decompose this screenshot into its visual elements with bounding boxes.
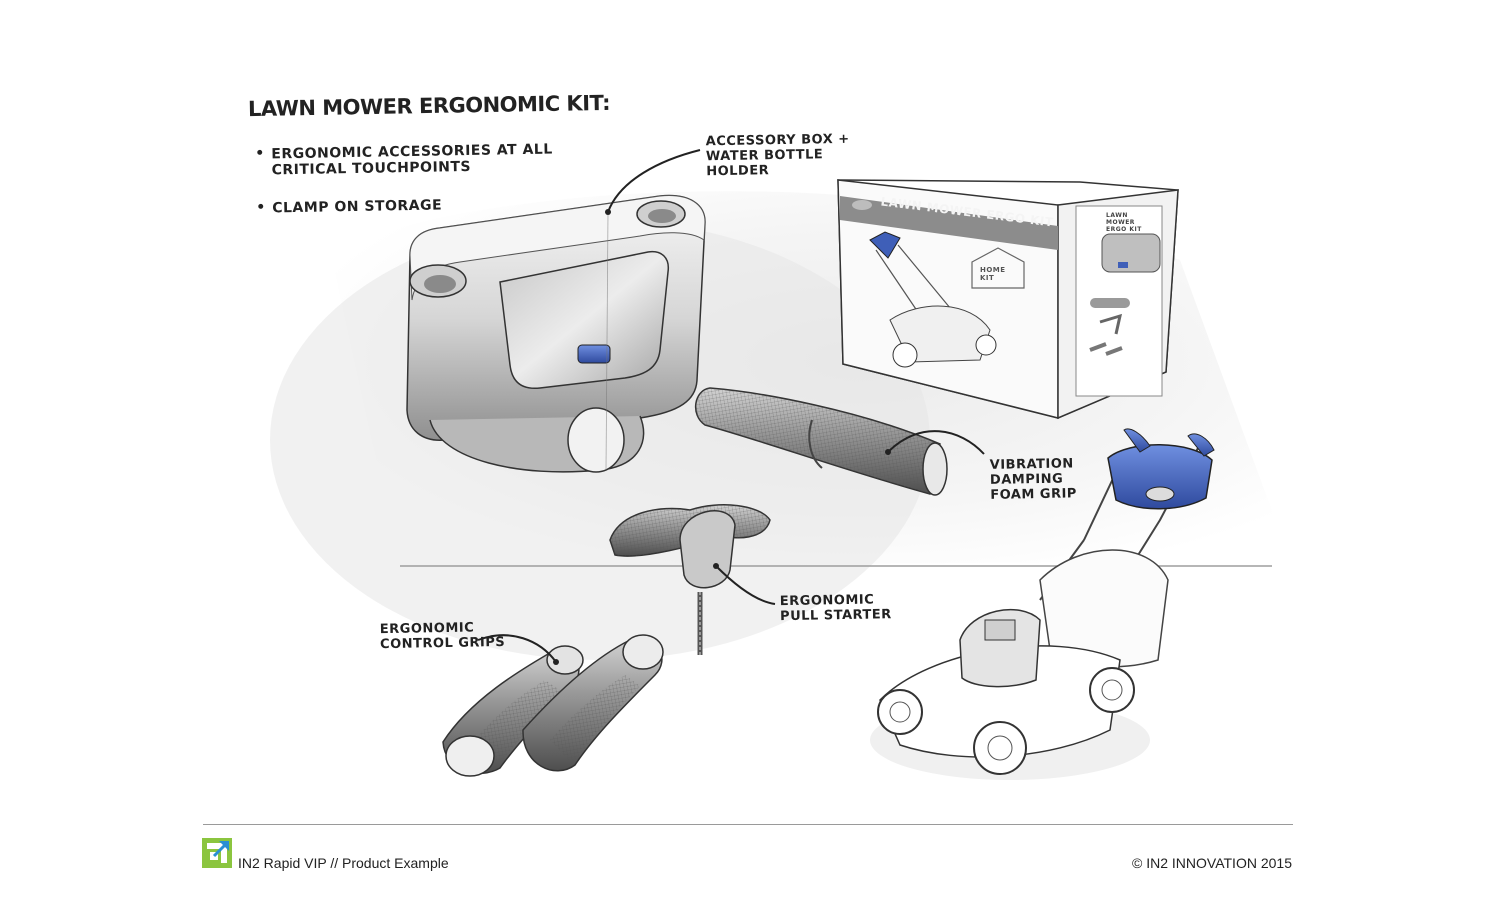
- control-grips-sketch: [442, 634, 664, 777]
- foam-grip-sketch: [695, 387, 985, 496]
- pull-starter-sketch: [609, 504, 776, 655]
- callout-vibration-grip: VIBRATION DAMPING FOAM GRIP: [989, 456, 1078, 503]
- callout-control-grips: ERGONOMIC CONTROL GRIPS: [379, 620, 506, 653]
- accessory-box-sketch: [406, 149, 706, 473]
- callout-pull-starter: ERGONOMIC PULL STARTER: [779, 592, 892, 625]
- package-sketch: [837, 179, 1179, 420]
- lawn-mower-sketch: [870, 428, 1215, 780]
- bullet-item: CLAMP ON STORAGE: [256, 196, 562, 217]
- feature-bullets: ERGONOMIC ACCESSORIES AT ALL CRITICAL TO…: [255, 141, 563, 239]
- bullet-item: ERGONOMIC ACCESSORIES AT ALL CRITICAL TO…: [255, 141, 562, 179]
- footer-caption: IN2 Rapid VIP // Product Example: [238, 855, 449, 871]
- footer-divider: [203, 824, 1293, 825]
- in2-logo-icon: [202, 838, 232, 868]
- footer-copyright: © IN2 INNOVATION 2015: [1132, 855, 1292, 871]
- package-house-label: HOME KIT: [980, 266, 1006, 283]
- callout-accessory-box: ACCESSORY BOX + WATER BOTTLE HOLDER: [705, 131, 850, 180]
- package-side-label: LAWN MOWER ERGO KIT: [1106, 212, 1142, 234]
